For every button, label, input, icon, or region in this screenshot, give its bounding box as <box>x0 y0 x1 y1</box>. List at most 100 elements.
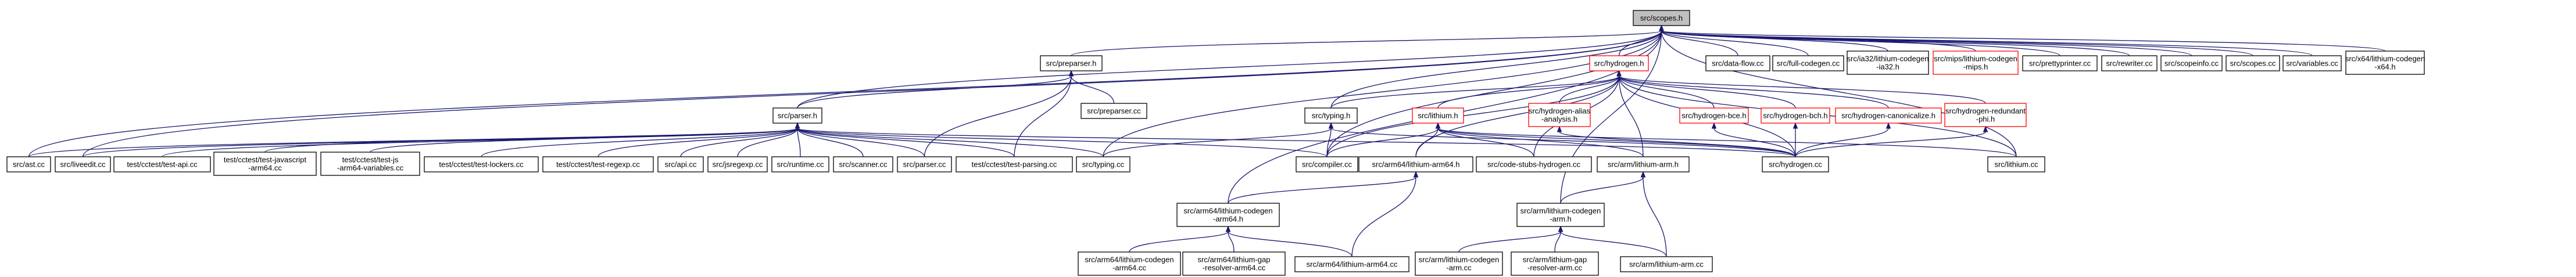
graph-node-typing-h[interactable]: src/typing.h <box>1304 107 1358 124</box>
graph-node-scopeinfo[interactable]: src/scopeinfo.cc <box>2160 55 2223 71</box>
graph-node-hydrogen-redundant[interactable]: src/hydrogen-redundant-phi.h <box>1944 103 2027 127</box>
edge-scopes_h-to-preparser_h <box>1071 30 1662 56</box>
edge-scopes_h-to-compiler <box>1326 30 1662 157</box>
node-box <box>1516 203 1605 227</box>
graph-node-test-lockers[interactable]: test/cctest/test-lockers.cc <box>424 156 539 172</box>
graph-node-test-parsing[interactable]: test/cctest/test-parsing.cc <box>956 156 1073 172</box>
node-label: test/cctest/test-javascript <box>224 156 307 164</box>
edge-typing_h-to-compiler <box>1326 128 1332 157</box>
arrowhead-arm_lithium_arm_h-to-arm_lithium_arm_cc <box>1640 171 1646 178</box>
graph-node-arm64-lithium-codegen-cc[interactable]: src/arm64/lithium-codegen-arm64.cc <box>1078 251 1181 276</box>
edge-lithium_h-to-hydrogen_cc <box>1437 128 1796 157</box>
graph-node-parser-cc[interactable]: src/parser.cc <box>897 156 952 172</box>
node-label: src/runtime.cc <box>777 160 824 169</box>
graph-node-ia32-lithium-codegen[interactable]: src/ia32/lithium-codegen-ia32.h <box>1847 51 1929 75</box>
graph-node-arm64-lithium-codegen-h[interactable]: src/arm64/lithium-codegen-arm64.h <box>1176 203 1280 227</box>
graph-node-arm64-lithium-arm64-h[interactable]: src/arm64/lithium-arm64.h <box>1358 156 1473 172</box>
node-label: -arm.h <box>1550 215 1572 224</box>
node-label: -arm.cc <box>1446 264 1472 272</box>
node-box <box>1772 55 1844 71</box>
graph-node-lithium-cc[interactable]: src/lithium.cc <box>1987 156 2045 172</box>
edge-parser_h-to-hydrogen_cc <box>797 128 1796 157</box>
graph-node-arm64-lithium-arm64-cc[interactable]: src/arm64/lithium-arm64.cc <box>1294 256 1409 272</box>
node-label: test/cctest/test-lockers.cc <box>439 160 524 169</box>
node-label: src/ia32/lithium-codegen <box>1847 55 1929 63</box>
graph-node-liveedit[interactable]: src/liveedit.cc <box>55 156 111 172</box>
graph-node-runtime[interactable]: src/runtime.cc <box>771 156 829 172</box>
node-label: src/arm/lithium-gap <box>1523 256 1587 264</box>
edge-hydrogen_h-to-hydrogen_bce <box>1618 75 1715 109</box>
edge-lithium_h-to-arm_lithium_arm_h <box>1437 128 1644 157</box>
graph-node-variables[interactable]: src/variables.cc <box>2282 55 2342 71</box>
graph-node-hydrogen-alias[interactable]: src/hydrogen-alias-analysis.h <box>1528 103 1591 127</box>
arrowhead-parser_h-to-hydrogen_cc <box>795 122 800 129</box>
graph-node-compiler[interactable]: src/compiler.cc <box>1296 156 1358 172</box>
graph-node-prettyprinter[interactable]: src/prettyprinter.cc <box>2022 55 2098 71</box>
graph-node-test-regexp[interactable]: test/cctest/test-regexp.cc <box>542 156 654 172</box>
node-box <box>1944 103 2027 127</box>
graph-node-x64-lithium-codegen[interactable]: src/x64/lithium-codegen-x64.h <box>2345 51 2425 75</box>
graph-node-parser-h[interactable]: src/parser.h <box>772 107 822 124</box>
graph-node-api[interactable]: src/api.cc <box>657 156 704 172</box>
graph-node-test-api[interactable]: test/cctest/test-api.cc <box>113 156 211 172</box>
graph-node-typing-cc[interactable]: src/typing.cc <box>1076 156 1130 172</box>
arrowhead-hydrogen_alias-to-hydrogen_cc <box>1557 125 1562 132</box>
node-box <box>1081 103 1147 119</box>
arrowhead-hydrogen_bch-to-hydrogen_cc <box>1793 122 1798 129</box>
node-label: src/liveedit.cc <box>60 160 106 169</box>
graph-node-data-flow[interactable]: src/data-flow.cc <box>1705 55 1770 71</box>
graph-node-hydrogen-cc[interactable]: src/hydrogen.cc <box>1762 156 1829 172</box>
edge-lithium_h-to-arm64_lithium_arm64_h <box>1415 128 1439 157</box>
graph-node-arm-lithium-arm-cc[interactable]: src/arm/lithium-arm.cc <box>1620 256 1713 272</box>
node-box <box>2022 55 2098 71</box>
node-label: -resolver-arm.cc <box>1527 264 1582 272</box>
edge-scopes_h-to-liveedit <box>82 30 1662 157</box>
graph-node-arm-lithium-arm-h[interactable]: src/arm/lithium-arm.h <box>1597 156 1690 172</box>
graph-node-hydrogen-canon[interactable]: src/hydrogen-canonicalize.h <box>1835 107 1942 124</box>
node-label: src/jsregexp.cc <box>713 160 763 169</box>
graph-node-mips-lithium-codegen[interactable]: src/mips/lithium-codegen-mips.h <box>1933 51 2019 75</box>
node-label: src/scopeinfo.cc <box>2164 59 2219 68</box>
node-box <box>1304 107 1358 124</box>
graph-node-hydrogen-bce[interactable]: src/hydrogen-bce.h <box>1679 107 1749 124</box>
node-label: src/hydrogen-bce.h <box>1681 111 1746 120</box>
edge-scopes_h-to-parser_h <box>797 30 1662 109</box>
node-box <box>320 152 420 176</box>
arrowhead-hydrogen_h-to-arm64_lithium_arm64_h <box>1616 70 1622 77</box>
graph-node-arm64-gap-resolver[interactable]: src/arm64/lithium-gap-resolver-arm64.cc <box>1182 251 1286 276</box>
node-label: -arm64.h <box>1213 215 1243 224</box>
graph-node-arm-lithium-codegen-cc[interactable]: src/arm/lithium-codegen-arm.cc <box>1415 251 1503 276</box>
graph-node-jsregexp[interactable]: src/jsregexp.cc <box>707 156 768 172</box>
edge-hydrogen_bce-to-hydrogen_cc <box>1713 128 1796 157</box>
node-label: src/lithium.cc <box>1994 160 2038 169</box>
graph-node-arm-gap-resolver[interactable]: src/arm/lithium-gap-resolver-arm.cc <box>1511 251 1599 276</box>
graph-node-scopes-cc[interactable]: src/scopes.cc <box>2226 55 2280 71</box>
graph-node-arm-lithium-codegen-h[interactable]: src/arm/lithium-codegen-arm.h <box>1516 203 1605 227</box>
graph-node-preparser-cc[interactable]: src/preparser.cc <box>1081 103 1147 119</box>
arrowhead-arm_lithium_codegen_h-to-arm_lithium_arm_cc <box>1558 225 1564 232</box>
graph-node-hydrogen-bch[interactable]: src/hydrogen-bch.h <box>1761 107 1830 124</box>
edge-parser_h-to-test_regexp <box>598 128 798 157</box>
node-label: -arm64.cc <box>248 164 282 172</box>
node-box <box>1528 103 1591 127</box>
graph-node-code-stubs-hydrogen[interactable]: src/code-stubs-hydrogen.cc <box>1476 156 1592 172</box>
edge-preparser_h-to-parser_cc <box>924 75 1072 157</box>
node-box <box>1847 51 1929 75</box>
graph-node-lithium-h[interactable]: src/lithium.h <box>1412 107 1464 124</box>
edge-parser_h-to-api <box>680 128 798 157</box>
graph-node-preparser-h[interactable]: src/preparser.h <box>1040 55 1103 71</box>
edge-arm_lithium_codegen_h-to-arm_lithium_codegen_cc <box>1458 231 1561 253</box>
graph-node-scanner[interactable]: src/scanner.cc <box>833 156 893 172</box>
graph-node-test-js-arm64[interactable]: test/cctest/test-javascript-arm64.cc <box>213 152 317 176</box>
graph-node-test-js-arm64-var[interactable]: test/cctest/test-js-arm64-variables.cc <box>320 152 420 176</box>
graph-node-scopes-h[interactable]: src/scopes.h <box>1633 10 1690 26</box>
node-box <box>1176 203 1280 227</box>
graph-node-rewriter[interactable]: src/rewriter.cc <box>2101 55 2158 71</box>
graph-node-hydrogen-h[interactable]: src/hydrogen.h <box>1589 55 1649 71</box>
graph-node-full-codegen[interactable]: src/full-codegen.cc <box>1772 55 1844 71</box>
graph-node-ast[interactable]: src/ast.cc <box>6 156 51 172</box>
edge-typing_h-to-typing_cc <box>1103 128 1332 157</box>
arrowhead-hydrogen_canon-to-hydrogen_cc <box>1886 122 1891 129</box>
edge-parser_h-to-parser_cc <box>797 128 925 157</box>
edge-parser_h-to-typing_cc <box>797 128 1104 157</box>
